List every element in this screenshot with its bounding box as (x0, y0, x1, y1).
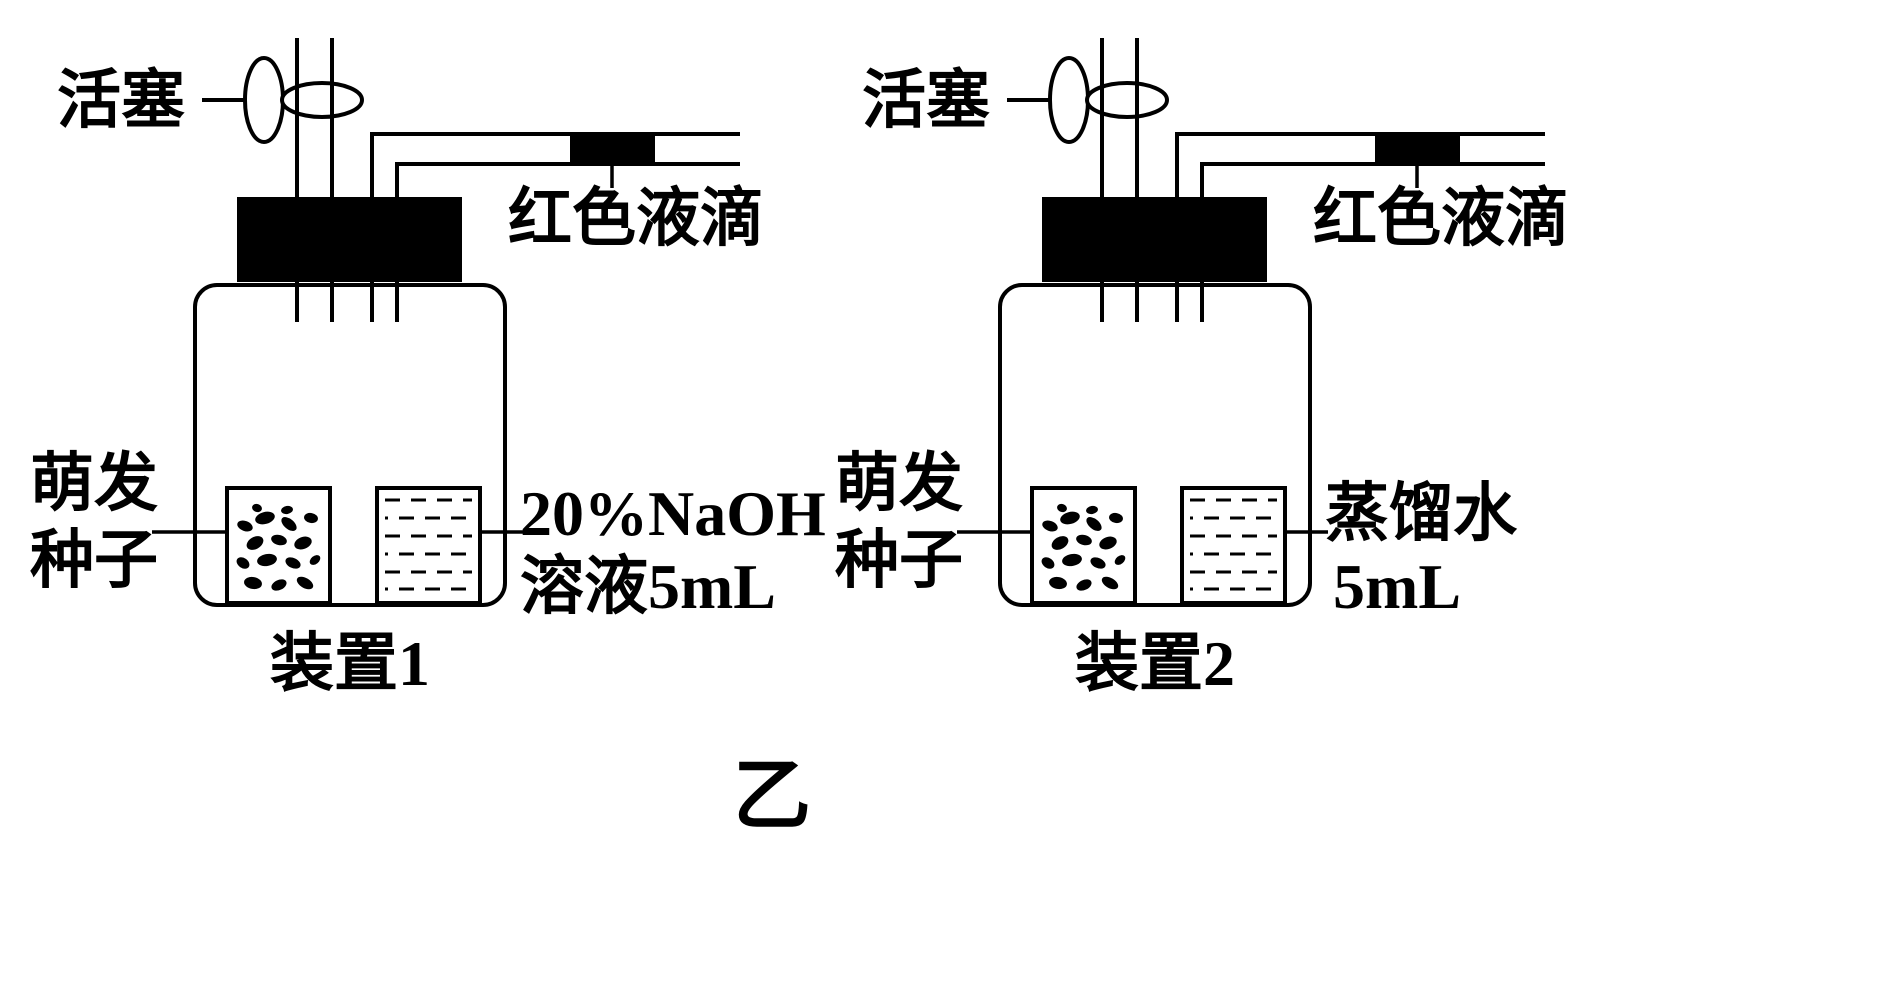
piston-knob-icon (243, 56, 285, 144)
apparatus-title: 装置1 (270, 628, 430, 699)
rubber-stopper (237, 197, 462, 282)
red-droplet-label: 红色液滴 (1313, 183, 1569, 254)
contents-label-line2: 溶液5mL (520, 551, 776, 622)
solution-beaker (1180, 486, 1287, 605)
piston-label: 活塞 (57, 65, 185, 136)
seeds-label-line1: 萌发 (835, 448, 963, 519)
apparatus-title: 装置2 (1075, 628, 1235, 699)
apparatus-2: 活塞 红色液滴 萌发 种子 蒸馏水 5mL 装置2 (835, 38, 1569, 699)
seeds-label-line2: 种子 (30, 525, 158, 596)
contents-label-line1: 20%NaOH (520, 478, 826, 549)
red-droplet-marker (1375, 132, 1460, 166)
figure-caption: 乙 (733, 752, 811, 839)
rubber-stopper (1042, 197, 1267, 282)
flask-outline (193, 283, 507, 607)
contents-label-line2: 5mL (1333, 551, 1461, 622)
piston-knob-icon (1048, 56, 1090, 144)
piston-label: 活塞 (862, 65, 990, 136)
apparatus-1: 活塞 红色液滴 萌发 种子 20%NaOH 溶液5mL 装置1 (30, 38, 826, 699)
solution-beaker (375, 486, 482, 605)
seeds-label-line1: 萌发 (30, 448, 158, 519)
piston-disc-icon (280, 81, 364, 119)
seeds-label-line2: 种子 (835, 525, 963, 596)
piston-disc-icon (1085, 81, 1169, 119)
red-droplet-marker (570, 132, 655, 166)
red-droplet-label: 红色液滴 (508, 183, 764, 254)
flask-outline (998, 283, 1312, 607)
contents-label-line1: 蒸馏水 (1325, 478, 1518, 549)
